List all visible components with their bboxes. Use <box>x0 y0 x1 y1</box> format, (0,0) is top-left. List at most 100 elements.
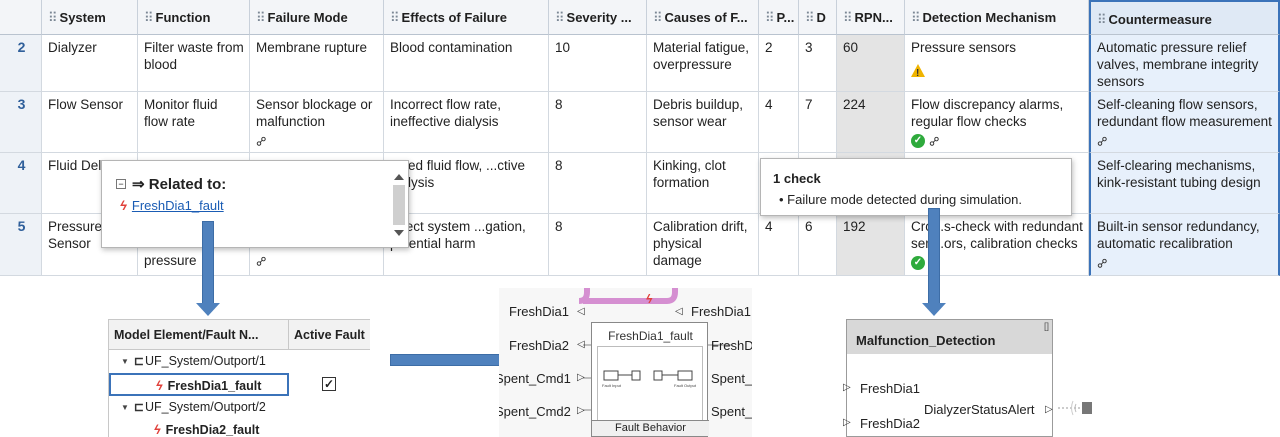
cell-causes[interactable]: Debris buildup, sensor wear <box>647 92 759 153</box>
grip-dots-icon[interactable]: ⠿ <box>256 10 265 25</box>
col-header-causes[interactable]: ⠿Causes of F... <box>647 0 759 35</box>
grip-dots-icon[interactable]: ⠿ <box>48 10 57 25</box>
grip-dots-icon[interactable]: ⠿ <box>390 10 399 25</box>
col-header-effects[interactable]: ⠿Effects of Failure <box>384 0 549 35</box>
cell-detection[interactable]: Pressure sensors <box>905 35 1089 92</box>
grip-dots-icon[interactable]: ⠿ <box>911 10 920 25</box>
popup-scrollbar[interactable] <box>392 171 406 239</box>
cell-severity[interactable]: 8 <box>549 92 647 153</box>
cell-detectability[interactable]: 7 <box>799 92 837 153</box>
warning-icon[interactable] <box>911 64 925 82</box>
cell-icons: ✓ ⚯ <box>911 132 1084 151</box>
check-circle-icon[interactable]: ✓ <box>911 134 925 149</box>
cell-function[interactable]: Monitor fluid flow rate <box>138 92 250 153</box>
cell-causes[interactable]: Kinking, clot formation <box>647 153 759 214</box>
row-number[interactable]: 5 <box>0 214 42 276</box>
col-header-rpn[interactable]: ⠿RPN... <box>837 0 905 35</box>
cell-rpn[interactable]: 60 <box>837 35 905 92</box>
input-port-label: FreshDia2 <box>860 416 920 431</box>
row-number[interactable]: 4 <box>0 153 42 214</box>
cell-failure-mode-text: Sensor blockage or malfunction <box>256 97 373 129</box>
cell-effects[interactable]: Blood contamination <box>384 35 549 92</box>
grip-dots-icon[interactable]: ⠿ <box>843 10 852 25</box>
cell-severity[interactable]: 8 <box>549 214 647 276</box>
link-icon[interactable]: ⚯ <box>925 132 944 151</box>
fault-lightning-icon: ϟ <box>154 423 161 437</box>
grip-dots-icon[interactable]: ⠿ <box>555 10 564 25</box>
fault-block[interactable]: FreshDia1_fault Fault Input Fault Output… <box>591 322 709 437</box>
cell-countermeasure[interactable]: Built-in sensor redundancy, automatic re… <box>1089 214 1280 276</box>
cell-probability[interactable]: 4 <box>759 92 799 153</box>
fault-lightning-icon: ϟ <box>156 379 163 393</box>
cell-countermeasure[interactable]: Self-clearing mechanisms, kink-resistant… <box>1089 153 1280 214</box>
fault-behavior-wires <box>603 370 693 381</box>
col-header-countermeasure[interactable]: ⠿Countermeasure <box>1089 0 1280 35</box>
cell-detectability[interactable]: 3 <box>799 35 837 92</box>
scroll-thumb[interactable] <box>393 185 405 225</box>
link-icon[interactable]: ⚯ <box>252 252 271 271</box>
check-circle-icon[interactable]: ✓ <box>911 256 925 271</box>
col-header-severity[interactable]: ⠿Severity ... <box>549 0 647 35</box>
scroll-up-icon[interactable] <box>394 174 404 180</box>
col-header-detectability[interactable]: ⠿D <box>799 0 837 35</box>
fault-tree-group[interactable]: ▼⊏UF_System/Outport/2 <box>109 396 370 419</box>
cell-effects[interactable]: ...ced fluid flow, ...ctive dialysis <box>384 153 549 214</box>
col-header-function[interactable]: ⠿Function <box>138 0 250 35</box>
fault-lightning-icon: ϟ <box>120 198 127 213</box>
col-header-rownum[interactable] <box>0 0 42 35</box>
output-port-label: DialyzerStatusAlert <box>924 402 1035 417</box>
signal-lines <box>578 288 731 411</box>
cell-detection-text: Pressure sensors <box>911 40 1017 55</box>
fault-table-header-element[interactable]: Model Element/Fault N... <box>109 320 289 350</box>
link-icon[interactable]: ⚯ <box>252 132 271 151</box>
output-connector <box>1058 400 1092 416</box>
cell-detection[interactable]: Flow discrepancy alarms, regular flow ch… <box>905 92 1089 153</box>
cell-countermeasure[interactable]: Automatic pressure relief valves, membra… <box>1089 35 1280 92</box>
expand-triangle-icon[interactable]: ▼ <box>121 357 129 366</box>
block-corner-icon: [] <box>1043 321 1049 331</box>
fault-tree-group[interactable]: ▼⊏UF_System/Outport/1 <box>109 350 370 373</box>
cell-effects[interactable]: ...rect system ...gation, potential harm <box>384 214 549 276</box>
col-header-system[interactable]: ⠿System <box>42 0 138 35</box>
cell-severity[interactable]: 10 <box>549 35 647 92</box>
col-header-probability[interactable]: ⠿P... <box>759 0 799 35</box>
col-header-failure-mode[interactable]: ⠿Failure Mode <box>250 0 384 35</box>
cell-causes[interactable]: Calibration drift, physical damage <box>647 214 759 276</box>
active-fault-checkbox[interactable]: ✓ <box>322 377 336 391</box>
grip-dots-icon[interactable]: ⠿ <box>1097 12 1106 27</box>
cell-countermeasure[interactable]: Self-cleaning flow sensors, redundant fl… <box>1089 92 1280 153</box>
cell-probability[interactable]: 4 <box>759 214 799 276</box>
cell-effects[interactable]: Incorrect flow rate, ineffective dialysi… <box>384 92 549 153</box>
expand-triangle-icon[interactable]: ▼ <box>121 403 129 412</box>
grip-dots-icon[interactable]: ⠿ <box>653 10 662 25</box>
fault-table-header-active[interactable]: Active Fault <box>289 320 370 350</box>
grip-dots-icon[interactable]: ⠿ <box>765 10 774 25</box>
cell-severity[interactable]: 8 <box>549 153 647 214</box>
cell-rpn[interactable]: 224 <box>837 92 905 153</box>
grip-dots-icon[interactable]: ⠿ <box>805 10 814 25</box>
cell-function[interactable]: Filter waste from blood <box>138 35 250 92</box>
link-icon[interactable]: ⚯ <box>1093 132 1112 151</box>
cell-probability[interactable]: 2 <box>759 35 799 92</box>
cell-detectability[interactable]: 6 <box>799 214 837 276</box>
row-number[interactable]: 2 <box>0 35 42 92</box>
cell-failure-mode[interactable]: Sensor blockage or malfunction ⚯ <box>250 92 384 153</box>
port-arrow-icon: ▷ <box>843 382 851 393</box>
col-header-detection[interactable]: ⠿Detection Mechanism <box>905 0 1089 35</box>
malfunction-detection-block[interactable]: Malfunction_Detection [] ▷ FreshDia1 ▷ F… <box>843 319 1053 437</box>
cell-rpn[interactable]: 192 <box>837 214 905 276</box>
cell-system[interactable]: Dialyzer <box>42 35 138 92</box>
cell-causes[interactable]: Material fatigue, overpressure <box>647 35 759 92</box>
row-number[interactable]: 3 <box>0 92 42 153</box>
cell-system[interactable]: Flow Sensor <box>42 92 138 153</box>
scroll-down-icon[interactable] <box>394 230 404 236</box>
link-icon[interactable]: ⚯ <box>1093 254 1112 273</box>
cell-icons: ⚯ <box>252 132 379 150</box>
collapse-icon[interactable]: − <box>116 179 126 189</box>
cell-failure-mode[interactable]: Membrane rupture <box>250 35 384 92</box>
grip-dots-icon[interactable]: ⠿ <box>144 10 153 25</box>
fault-behavior-diagram[interactable]: Fault Input Fault Output <box>597 346 703 421</box>
